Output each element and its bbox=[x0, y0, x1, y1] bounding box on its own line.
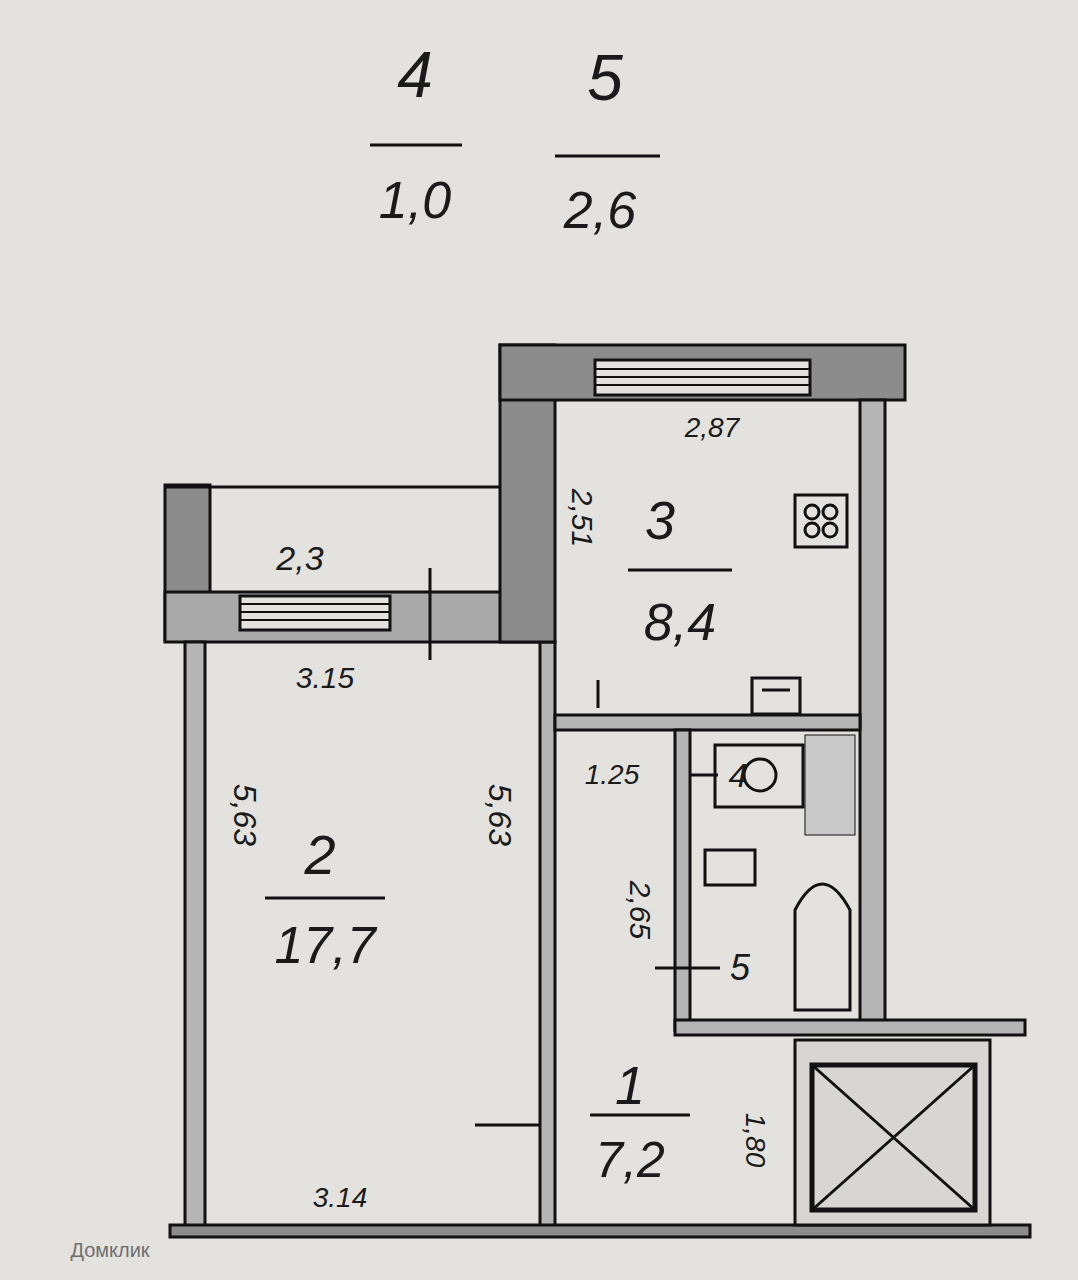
fixtures bbox=[705, 495, 990, 1225]
dimension-label: 2,87 bbox=[685, 414, 740, 442]
dimension-label: 5 bbox=[587, 46, 623, 110]
room-number: 1 bbox=[615, 1058, 645, 1112]
dimension-label: 1,0 bbox=[379, 174, 451, 226]
dimension-label: 3.15 bbox=[296, 663, 354, 693]
room-number: 3 bbox=[645, 493, 675, 547]
walls bbox=[165, 345, 1030, 1237]
dimension-label: 1.25 bbox=[585, 761, 640, 789]
dimension-label: 2,51 bbox=[567, 489, 597, 547]
dimension-label: 1,80 bbox=[741, 1113, 769, 1168]
room-area: 17,7 bbox=[274, 919, 375, 971]
room: 217,7 bbox=[205, 645, 540, 1225]
dimension-label: 2,3 bbox=[276, 541, 323, 575]
dimension-label: 2,65 bbox=[625, 881, 655, 939]
dimension-label: 5,63 bbox=[229, 784, 261, 846]
room: 38,4 bbox=[555, 400, 860, 715]
room-area: 8,4 bbox=[644, 596, 716, 648]
dimension-label: 4 bbox=[729, 758, 748, 792]
dimension-label: 4 bbox=[397, 43, 433, 107]
dimension-label: 2,6 bbox=[564, 184, 636, 236]
dimension-label: 5,63 bbox=[484, 784, 516, 846]
room-area: 7,2 bbox=[595, 1135, 665, 1185]
dimension-label: 5 bbox=[730, 950, 750, 986]
room-number: 2 bbox=[304, 827, 335, 883]
leader-lines bbox=[430, 568, 720, 1125]
windows bbox=[240, 360, 810, 630]
watermark: Домклик bbox=[70, 1240, 149, 1260]
dimension-label: 3.14 bbox=[313, 1184, 368, 1212]
